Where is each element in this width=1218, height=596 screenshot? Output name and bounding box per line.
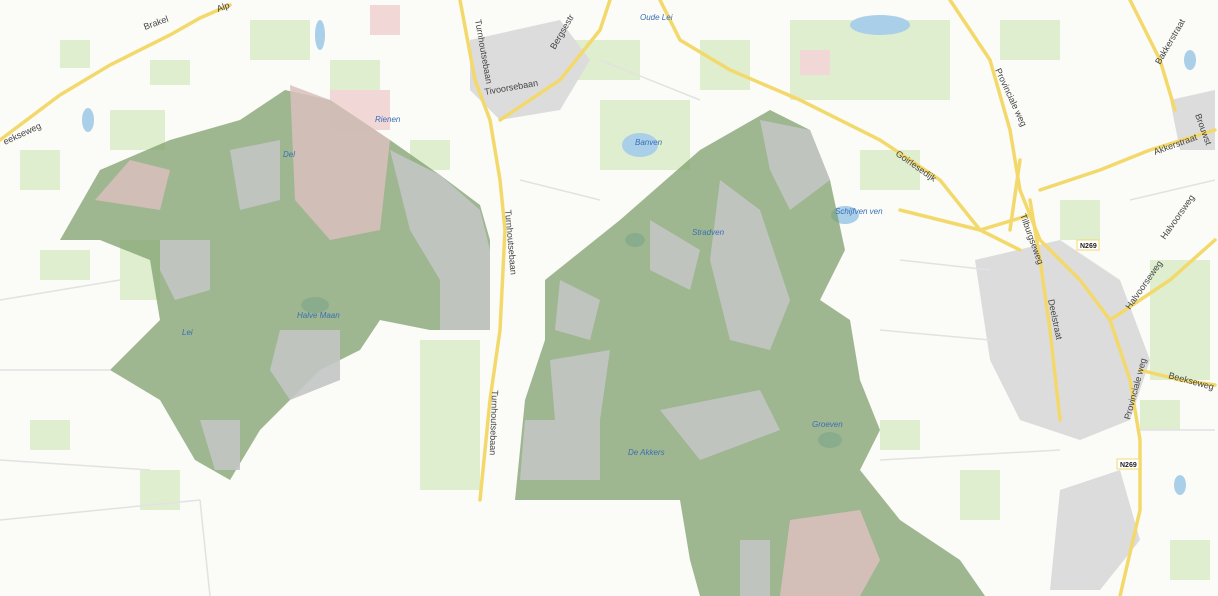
label-brakel: Brakel <box>142 14 169 32</box>
label-rienen: Rienen <box>375 115 401 124</box>
road-bergse <box>498 0 612 122</box>
label-alp: Alp <box>215 0 231 14</box>
label-lei: Lei <box>182 328 193 337</box>
road-provinciale <box>948 0 1142 596</box>
reserve-east[interactable] <box>515 110 985 596</box>
label-deakkers: De Akkers <box>628 448 665 457</box>
label-provinciale-n: Provinciale weg <box>993 67 1029 128</box>
road-shields: N269 N269 <box>1076 239 1140 470</box>
road-deelstraat <box>1028 198 1062 422</box>
label-halvoorsweg: Halvoorsweg <box>1158 193 1196 241</box>
road-halvoor <box>1108 238 1217 322</box>
road-turnhoutsebaan <box>458 0 507 502</box>
label-halvemaan: Halve Maan <box>297 311 340 320</box>
shield-n269a: N269 <box>1080 243 1097 250</box>
road-goirlesedijk <box>658 0 1022 252</box>
label-schijven: Schijfven ven <box>835 207 883 216</box>
road-cross <box>898 208 1032 232</box>
shield-n269b: N269 <box>1120 462 1137 469</box>
road-east-north <box>1128 0 1177 112</box>
reserve-west[interactable] <box>60 85 490 480</box>
label-turnhoutsebaan-s: Turnhoutsebaan <box>488 390 500 456</box>
label-oude-lei: Oude Lei <box>640 13 673 22</box>
road-brakel <box>0 3 232 142</box>
road-beekseweg <box>1138 368 1217 387</box>
label-del: Del <box>283 150 295 159</box>
water-labels: Oude Lei Rienen Del Banven Stradven Schi… <box>182 13 883 457</box>
minor-roads <box>0 59 1216 596</box>
road-tilburg <box>1008 158 1022 232</box>
road-akker <box>1038 128 1217 192</box>
label-groeven: Groeven <box>812 420 843 429</box>
label-bakkersstraat: Bakkerstraat <box>1153 17 1187 66</box>
label-stradven: Stradven <box>692 228 725 237</box>
label-banven: Banven <box>635 138 663 147</box>
